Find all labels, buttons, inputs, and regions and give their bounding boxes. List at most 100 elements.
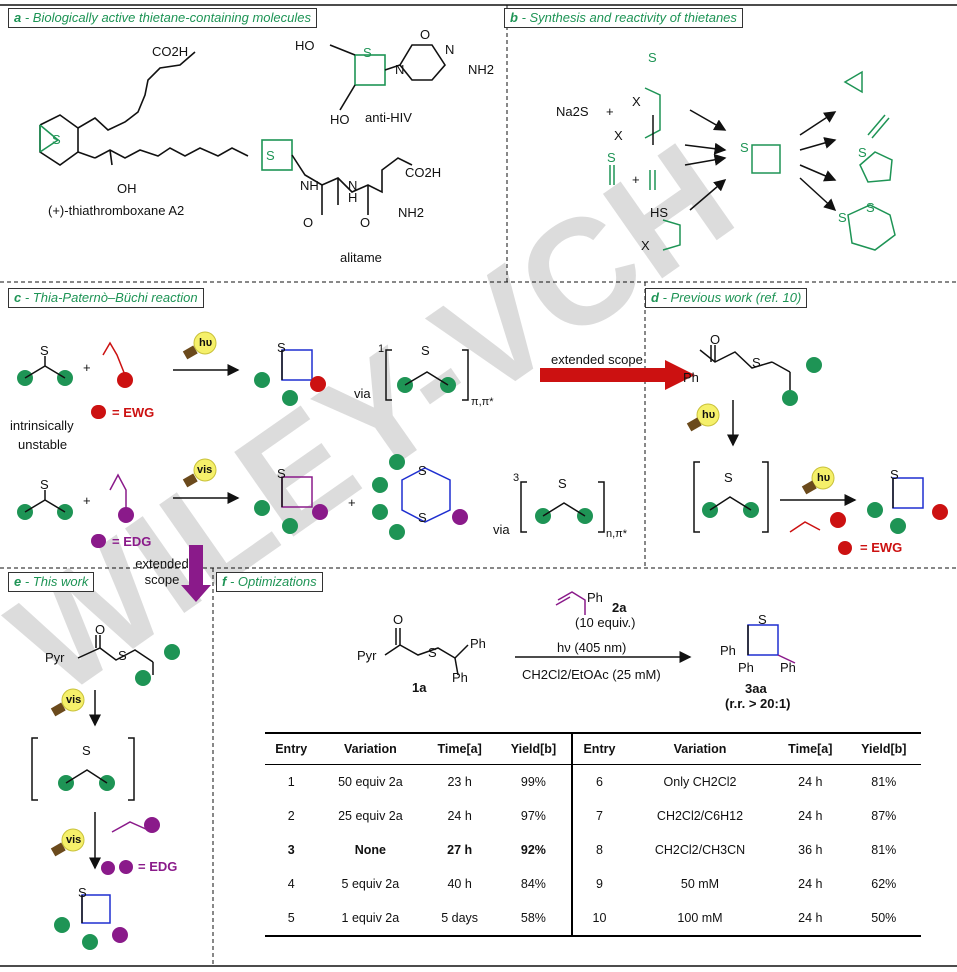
table-cell: 5 — [265, 901, 318, 937]
table-cell: CH2Cl2/CH3CN — [654, 843, 746, 857]
edg-label-e: = EDG — [138, 859, 178, 874]
ewg-label-d: = EWG — [860, 540, 903, 555]
ewg-dot-d — [838, 541, 852, 555]
table-cell: 81% — [871, 843, 897, 857]
e-o-label: O — [95, 622, 106, 637]
table-cell: 92% — [520, 843, 546, 857]
header-variation-2: Variation — [625, 732, 775, 765]
co2h-label: CO2H — [152, 44, 189, 59]
n-label-2: N — [445, 42, 455, 57]
table-cell: 40 h — [447, 877, 472, 891]
dithiane-s1-c: S — [418, 463, 427, 478]
vis-label-e1: vis — [66, 694, 82, 706]
header-variation: Variation — [317, 732, 424, 765]
table-cell: 3 — [287, 843, 295, 857]
panel-e-title: e - This work — [8, 572, 95, 592]
e-s-label: S — [118, 648, 127, 663]
thiathromboxane-name: (+)-thiathromboxane A2 — [48, 203, 185, 218]
na2s-label: Na2S — [556, 104, 589, 119]
table-cell: 9 — [570, 867, 626, 901]
table-cell: Only CH2Cl2 — [663, 775, 737, 789]
table-cell: 25 equiv 2a — [338, 809, 403, 823]
h-label: H — [348, 190, 358, 205]
nh2-label: NH2 — [468, 62, 495, 77]
table-cell: 87% — [871, 809, 897, 823]
f-s-label: S — [428, 645, 437, 660]
thietane-s-center: S — [740, 140, 749, 155]
light-bulb-icon-hv-d1 — [686, 403, 720, 432]
table-cell: None — [354, 843, 386, 857]
o-label-2: O — [303, 215, 314, 230]
table-cell: 84% — [520, 877, 546, 891]
header-entry-2: Entry — [570, 732, 626, 765]
light-bulb-icon-vis-c — [182, 458, 217, 488]
multiplicity-3: 3 — [513, 472, 520, 484]
thiirane-s-label: S — [52, 132, 61, 147]
c-plus2: + — [83, 493, 91, 508]
f-ph-label-1: Ph — [470, 636, 486, 651]
panel-e-scheme — [31, 635, 180, 950]
e-pyr-label: Pyr — [45, 650, 65, 665]
panel-c-scheme — [17, 341, 605, 548]
via-label-1: via — [354, 386, 371, 401]
d-s-label: S — [752, 355, 761, 370]
table-cell: 6 — [570, 764, 626, 799]
c-int2-s: S — [558, 476, 567, 491]
table-cell: 58% — [495, 901, 572, 937]
table-cell: 24 h — [447, 809, 472, 823]
scope-label-e: scope — [144, 572, 180, 587]
intrinsically-label: intrinsically — [10, 418, 74, 433]
alitame-structure — [261, 139, 413, 215]
panel-a-title: a - Biologically active thietane-contain… — [8, 8, 318, 28]
c-s1: S — [40, 343, 49, 358]
thiathromboxane-structure — [39, 51, 249, 166]
table-cell: 5 equiv 2a — [341, 877, 400, 891]
thietane-synthesis-scheme — [609, 70, 896, 251]
f-o-label: O — [393, 612, 404, 627]
pi-pi-star-label: π,π* — [471, 396, 494, 408]
compound-3aa-label: 3aa — [745, 681, 767, 696]
table-header-row: Entry Variation Time[a] Yield[b] Entry V… — [265, 732, 921, 765]
f-prod-ph-c: Ph — [780, 660, 796, 675]
table-cell: 62% — [871, 877, 897, 891]
c-int1-s: S — [421, 343, 430, 358]
table-cell: 50% — [846, 901, 921, 937]
plus-b-2: + — [632, 172, 640, 187]
panel-d-scheme — [693, 345, 948, 534]
f-pyr-label: Pyr — [357, 648, 377, 663]
header-entry: Entry — [265, 732, 318, 765]
extended-scope-label: extended scope — [551, 352, 643, 367]
header-time-2: Time[a] — [774, 732, 847, 765]
o-label: O — [420, 27, 431, 42]
nh2-label-2: NH2 — [398, 205, 425, 220]
dithiane-s2-c: S — [418, 510, 427, 525]
reagent-2a-label: 2a — [612, 600, 627, 615]
anti-hiv-structure — [329, 44, 446, 111]
f-prod-ph-b: Ph — [738, 660, 754, 675]
light-bulb-icon-vis-e2 — [50, 828, 85, 857]
c-plus3: + — [348, 495, 356, 510]
compound-1a-label: 1a — [412, 680, 427, 695]
d-ph-label: Ph — [683, 370, 699, 385]
unstable-label: unstable — [18, 437, 68, 452]
edg-dot-c — [91, 534, 105, 548]
e-int-s: S — [82, 743, 91, 758]
table-cell: 8 — [570, 833, 626, 867]
table-cell: 50 equiv 2a — [338, 775, 403, 789]
e-prod-s: S — [78, 885, 87, 900]
panel-d-title: d - Previous work (ref. 10) — [645, 288, 808, 308]
f-prod-s-label: S — [758, 612, 767, 627]
table-cell: 4 — [287, 877, 295, 891]
table-cell: 24 h — [798, 775, 823, 789]
panel-f-title: f - Optimizations — [216, 572, 323, 592]
c-prod2-s: S — [277, 466, 286, 481]
table-cell: 50 mM — [680, 877, 720, 891]
reagent-ph-label: Ph — [587, 590, 603, 605]
o-label-3: O — [360, 215, 371, 230]
table-cell: 2 — [287, 809, 295, 823]
alitame-name: alitame — [340, 250, 382, 265]
